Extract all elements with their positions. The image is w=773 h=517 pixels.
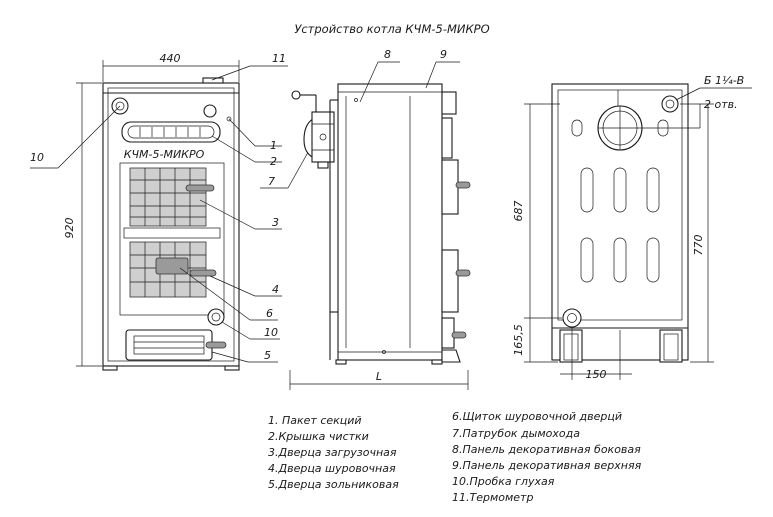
legend-right: 6.Щиток шуровочной дверцй 7.Патрубок дым… bbox=[452, 410, 642, 504]
legend-item-1: 1. Пакет секций bbox=[268, 414, 362, 427]
dim-height-920: 920 bbox=[63, 218, 76, 239]
ash-door bbox=[125, 329, 213, 361]
callout-6: 6 bbox=[266, 307, 273, 320]
poking-door-handle bbox=[189, 269, 217, 277]
cleaning-cover bbox=[121, 121, 221, 143]
bottom-plug bbox=[207, 308, 225, 326]
callout-9: 9 bbox=[440, 48, 447, 61]
legend-item-3: 3.Дверца загрузочная bbox=[268, 446, 397, 459]
side-loading-door bbox=[441, 159, 459, 215]
callout-1: 1 bbox=[270, 139, 277, 152]
rear-slot bbox=[580, 167, 594, 213]
rear-slot bbox=[580, 237, 594, 283]
rear-holes-label: 2 отв. bbox=[704, 98, 738, 111]
front-body-outline bbox=[102, 82, 240, 367]
rear-slot bbox=[646, 167, 660, 213]
callout-3: 3 bbox=[272, 216, 279, 229]
rear-return-port bbox=[562, 308, 582, 328]
callout-7: 7 bbox=[268, 175, 275, 188]
side-poking-door bbox=[441, 249, 459, 313]
poking-door-shield bbox=[155, 257, 189, 275]
legend-item-8: 8.Панель декоративная боковая bbox=[452, 443, 641, 456]
callout-10-bottom: 10 bbox=[264, 326, 278, 339]
rear-slot bbox=[613, 167, 627, 213]
legend-item-7: 7.Патрубок дымохода bbox=[452, 427, 580, 440]
rear-leg-right bbox=[659, 329, 683, 363]
legend-left: 1. Пакет секций 2.Крышка чистки 3.Дверца… bbox=[268, 414, 399, 491]
dim-687: 687 bbox=[512, 201, 525, 222]
legend-item-11: 11.Термометр bbox=[452, 491, 533, 504]
callout-5: 5 bbox=[264, 349, 271, 362]
legend-item-2: 2.Крышка чистки bbox=[268, 430, 369, 443]
flue-knob bbox=[291, 90, 301, 100]
diagram-title: Устройство котла КЧМ-5-МИКРО bbox=[294, 22, 489, 36]
callout-10-top: 10 bbox=[30, 151, 44, 164]
callout-2: 2 bbox=[270, 155, 277, 168]
legend-item-10: 10.Пробка глухая bbox=[452, 475, 555, 488]
dim-width-440: 440 bbox=[160, 52, 181, 65]
dim-770: 770 bbox=[692, 235, 705, 256]
legend-item-9: 9.Панель декоративная верхняя bbox=[452, 459, 642, 472]
thermometer-housing bbox=[202, 77, 224, 84]
loading-door bbox=[129, 167, 207, 227]
legend-item-4: 4.Дверца шуровочная bbox=[268, 462, 396, 475]
rear-slot bbox=[613, 237, 627, 283]
loading-door-handle bbox=[185, 184, 215, 192]
top-right-port bbox=[203, 104, 217, 118]
rear-slot bbox=[646, 237, 660, 283]
front-plate-label: КЧМ-5-МИКРО bbox=[124, 148, 205, 161]
side-body bbox=[337, 83, 443, 361]
legend-item-6: 6.Щиток шуровочной дверцй bbox=[452, 410, 622, 423]
rear-thread-label: Б 1¼-В bbox=[704, 74, 744, 87]
side-view: 8 9 L bbox=[289, 48, 471, 390]
legend-item-5: 5.Дверца зольниковая bbox=[268, 478, 399, 491]
rear-top-port bbox=[661, 95, 679, 113]
callout-11: 11 bbox=[272, 52, 286, 65]
side-port-upper bbox=[441, 91, 457, 115]
flue-pipe bbox=[311, 111, 335, 163]
poking-door bbox=[129, 241, 207, 298]
dim-length-L: L bbox=[376, 370, 382, 383]
rear-leg-left bbox=[559, 329, 583, 363]
front-view: КЧМ-5-МИКРО bbox=[30, 52, 317, 371]
rear-view: Б 1¼-В 2 отв. 687 165,5 770 150 bbox=[512, 74, 752, 381]
callout-4: 4 bbox=[272, 283, 279, 296]
dim-150: 150 bbox=[586, 368, 607, 381]
dim-165-5: 165,5 bbox=[512, 324, 525, 356]
callout-8: 8 bbox=[384, 48, 391, 61]
